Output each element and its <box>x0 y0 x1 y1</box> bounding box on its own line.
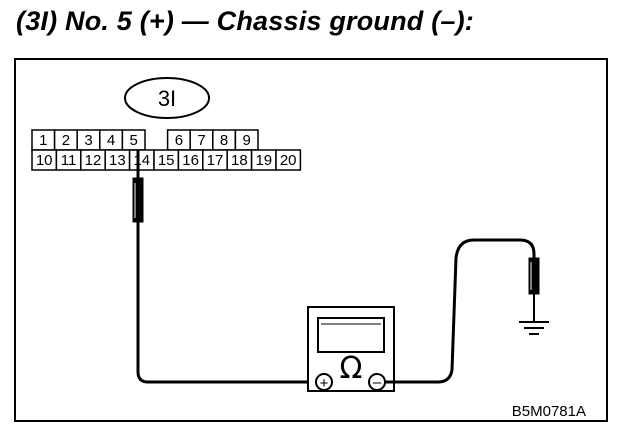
pin-2: 2 <box>62 132 70 149</box>
negative-symbol: – <box>373 374 382 391</box>
page-title: (3I) No. 5 (+) — Chassis ground (–): <box>16 6 474 36</box>
connector-id: 3I <box>158 86 176 111</box>
pin-6: 6 <box>175 132 183 149</box>
pin-20: 20 <box>280 152 297 169</box>
pin-11: 11 <box>61 152 77 169</box>
negative-lead-wire <box>385 238 536 384</box>
ohm-symbol: Ω <box>340 351 363 386</box>
diagram-frame <box>14 58 608 422</box>
pin-10: 10 <box>36 152 53 169</box>
pin-13: 13 <box>109 152 126 169</box>
ohmmeter: Ω + – <box>307 306 395 392</box>
positive-probe <box>132 177 144 223</box>
positive-symbol: + <box>320 375 329 392</box>
pin-8: 8 <box>220 132 228 149</box>
pin-18: 18 <box>231 152 248 169</box>
pin-7: 7 <box>197 132 205 149</box>
pin-20-cell <box>275 149 302 171</box>
connector-label: 3I <box>124 77 210 119</box>
meter-display <box>317 317 385 353</box>
pin-12: 12 <box>85 152 102 169</box>
pin-5: 5 <box>130 132 138 149</box>
pin-15: 15 <box>158 152 175 169</box>
pin-3: 3 <box>84 132 92 149</box>
pin-17: 17 <box>207 152 224 169</box>
pin-16: 16 <box>182 152 199 169</box>
pin-9: 9 <box>243 132 251 149</box>
pin-4: 4 <box>107 132 115 149</box>
figure-code: B5M0781A <box>512 403 586 420</box>
ground-icon <box>519 321 549 335</box>
connector-label-oval <box>124 77 210 119</box>
pin-14: 14 <box>133 152 150 169</box>
pin-19: 19 <box>255 152 272 169</box>
pin-1: 1 <box>39 132 47 149</box>
positive-lead-wire <box>136 150 318 384</box>
positive-terminal <box>315 373 333 391</box>
